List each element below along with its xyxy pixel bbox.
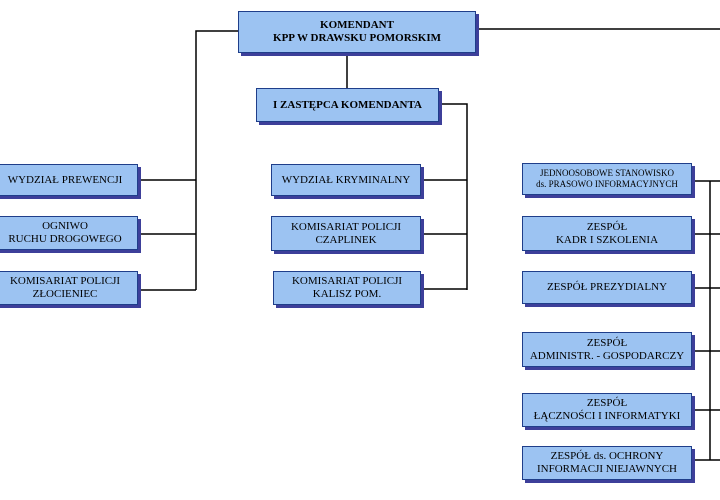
box-zespol-ochrony-line-2: INFORMACJI NIEJAWNYCH <box>537 463 677 475</box>
box-zespol-lacznosci-line-2: ŁĄCZNOŚCI I INFORMATYKI <box>533 410 681 422</box>
box-kp-kalisz: KOMISARIAT POLICJI KALISZ POM. <box>273 271 421 305</box>
box-komendant: KOMENDANT KPP W DRAWSKU POMORSKIM <box>238 11 476 53</box>
box-zespol-administr: ZESPÓŁ ADMINISTR. - GOSPODARCZY <box>522 332 692 367</box>
box-zespol-ochrony-line-1: ZESPÓŁ ds. OCHRONY <box>550 450 664 462</box>
box-kp-zlocieniec-line-1: KOMISARIAT POLICJI <box>9 275 121 287</box>
box-zespol-lacznosci-line-1: ZESPÓŁ <box>586 397 628 409</box>
box-wydzial-kryminalny: WYDZIAŁ KRYMINALNY <box>271 164 421 196</box>
box-komendant-line-2: KPP W DRAWSKU POMORSKIM <box>273 32 441 44</box>
box-ogniwo-ruchu: OGNIWO RUCHU DROGOWEGO <box>0 216 138 250</box>
box-wydzial-kryminalny-line-1: WYDZIAŁ KRYMINALNY <box>281 173 411 186</box>
box-zespol-prezydialny: ZESPÓŁ PREZYDIALNY <box>522 271 692 304</box>
box-zastepca: I ZASTĘPCA KOMENDANTA <box>256 88 439 122</box>
box-zespol-kadr: ZESPÓŁ KADR I SZKOLENIA <box>522 216 692 251</box>
box-zastepca-line-1: I ZASTĘPCA KOMENDANTA <box>273 98 422 111</box>
connector-deputy-bus <box>439 103 468 290</box>
box-zespol-administr-line-2: ADMINISTR. - GOSPODARCZY <box>529 349 685 362</box>
box-komendant-line-1: KOMENDANT <box>320 19 394 31</box>
box-kp-kalisz-line-2: KALISZ POM. <box>312 288 382 300</box>
box-kp-czaplinek: KOMISARIAT POLICJI CZAPLINEK <box>271 216 421 251</box>
box-zespol-administr-line-1: ZESPÓŁ <box>586 336 628 349</box>
box-ogniwo-ruchu-line-1: OGNIWO <box>42 220 88 232</box>
connector-root-left <box>195 30 238 290</box>
box-kp-czaplinek-line-1: KOMISARIAT POLICJI <box>290 220 402 233</box>
box-stanowisko-prasowe-line-1: JEDNOOSOBOWE STANOWISKO <box>539 168 675 178</box>
box-kp-zlocieniec: KOMISARIAT POLICJI ZŁOCIENIEC <box>0 271 138 305</box>
box-stanowisko-prasowe-line-2: ds. PRASOWO INFORMACYJNYCH <box>536 179 678 189</box>
box-stanowisko-prasowe: JEDNOOSOBOWE STANOWISKO ds. PRASOWO INFO… <box>522 163 692 195</box>
box-kp-kalisz-line-1: KOMISARIAT POLICJI <box>291 275 403 287</box>
box-kp-zlocieniec-line-2: ZŁOCIENIEC <box>32 288 98 300</box>
box-wydzial-prewencji: WYDZIAŁ PREWENCJI <box>0 164 138 196</box>
box-zespol-kadr-line-1: ZESPÓŁ <box>586 220 628 233</box>
box-zespol-lacznosci: ZESPÓŁ ŁĄCZNOŚCI I INFORMATYKI <box>522 393 692 427</box>
box-zespol-ochrony: ZESPÓŁ ds. OCHRONY INFORMACJI NIEJAWNYCH <box>522 446 692 480</box>
box-wydzial-prewencji-line-1: WYDZIAŁ PREWENCJI <box>7 173 123 186</box>
box-zespol-prezydialny-line-1: ZESPÓŁ PREZYDIALNY <box>546 281 668 293</box>
box-ogniwo-ruchu-line-2: RUCHU DROGOWEGO <box>8 233 122 245</box>
box-kp-czaplinek-line-2: CZAPLINEK <box>315 233 377 246</box>
box-zespol-kadr-line-2: KADR I SZKOLENIA <box>555 233 659 246</box>
